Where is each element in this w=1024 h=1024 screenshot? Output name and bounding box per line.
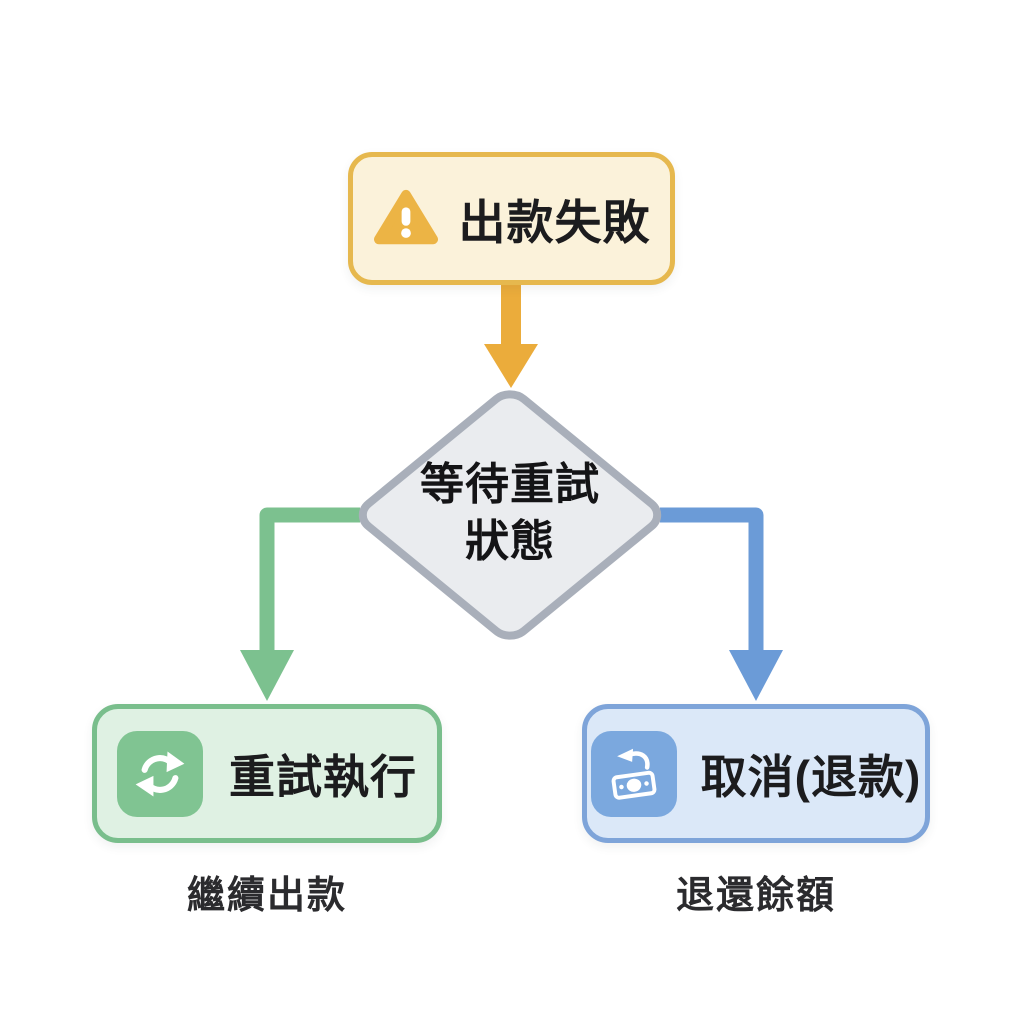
connector-failure-to-wait [484, 282, 538, 388]
node-wait-retry-state-label-line2: 狀態 [465, 517, 555, 566]
node-retry-execution: 重試執行 [92, 704, 442, 843]
connector-wait-to-retry [240, 507, 360, 701]
caption-return-balance: 退還餘額 [675, 875, 836, 917]
node-withdrawal-failed-label: 出款失敗 [458, 196, 651, 249]
caption-continue-withdrawal: 繼續出款 [186, 875, 347, 917]
money-refund-icon [590, 730, 677, 817]
node-cancel-refund-label: 取消(退款) [700, 750, 922, 803]
node-wait-retry-state-label-line1: 等待重試 [420, 460, 600, 509]
connector-wait-to-cancel [660, 507, 783, 701]
node-cancel-refund: 取消(退款) [582, 704, 930, 843]
warning-triangle-icon [373, 186, 439, 252]
node-withdrawal-failed: 出款失敗 [348, 152, 675, 285]
decision-diamond-shape [355, 388, 666, 643]
node-retry-execution-label: 重試執行 [229, 750, 417, 803]
refresh-icon [117, 730, 203, 817]
node-wait-retry-state: 等待重試 狀態 [360, 456, 660, 570]
